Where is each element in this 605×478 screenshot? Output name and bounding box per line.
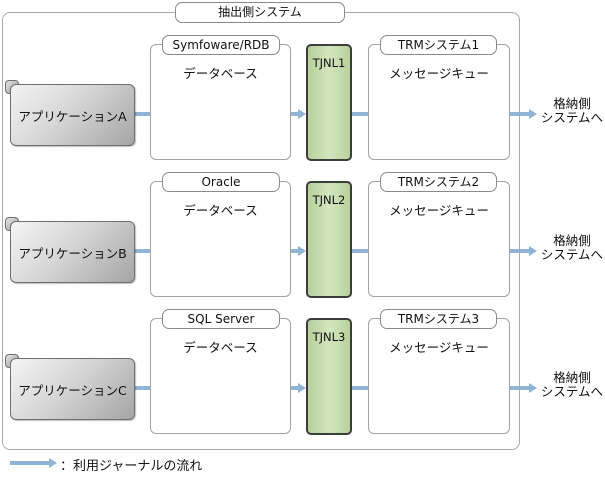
database-group bbox=[150, 181, 291, 297]
journal-label: TJNL3 bbox=[312, 330, 346, 344]
database-label: データベース bbox=[183, 340, 258, 355]
journal-label: TJNL1 bbox=[312, 56, 346, 70]
trm-system-group bbox=[368, 181, 510, 297]
database-product-label: SQL Server bbox=[162, 309, 280, 329]
trm-system-group bbox=[368, 44, 510, 160]
database-group bbox=[150, 318, 291, 434]
extraction-system-title: 抽出側システム bbox=[175, 2, 345, 23]
destination-line2: システムへ bbox=[540, 384, 604, 399]
destination-line1: 格納側 bbox=[553, 370, 591, 385]
application-label: アプリケーションC bbox=[18, 382, 127, 398]
trm-system-label: TRMシステム1 bbox=[380, 35, 497, 55]
trm-system-group bbox=[368, 318, 510, 434]
application-box[interactable]: アプリケーションA bbox=[10, 84, 135, 146]
application-box[interactable]: アプリケーションC bbox=[10, 358, 135, 420]
queue-label: メッセージキュー bbox=[389, 66, 489, 81]
destination-line1: 格納側 bbox=[553, 233, 591, 248]
destination-label: 格納側 システムへ bbox=[540, 371, 604, 399]
application-label: アプリケーションA bbox=[18, 108, 127, 124]
database-product-label: Symfoware/RDB bbox=[162, 35, 280, 55]
destination-line1: 格納側 bbox=[553, 96, 591, 111]
journal-label: TJNL2 bbox=[312, 193, 346, 207]
journal-box[interactable]: TJNL3 bbox=[306, 318, 352, 435]
database-label: データベース bbox=[183, 203, 258, 218]
database-group bbox=[150, 44, 291, 160]
legend-arrow-icon bbox=[10, 458, 57, 468]
trm-system-label: TRMシステム2 bbox=[380, 172, 497, 192]
destination-line2: システムへ bbox=[540, 110, 604, 125]
queue-label: メッセージキュー bbox=[389, 340, 489, 355]
application-box[interactable]: アプリケーションB bbox=[10, 221, 135, 283]
legend-label: ：利用ジャーナルの流れ bbox=[60, 459, 203, 474]
application-label: アプリケーションB bbox=[18, 245, 127, 261]
journal-box[interactable]: TJNL2 bbox=[306, 181, 352, 298]
destination-label: 格納側 システムへ bbox=[540, 97, 604, 125]
database-label: データベース bbox=[183, 66, 258, 81]
database-product-label: Oracle bbox=[162, 172, 280, 192]
trm-system-label: TRMシステム3 bbox=[380, 309, 497, 329]
queue-label: メッセージキュー bbox=[389, 203, 489, 218]
journal-box[interactable]: TJNL1 bbox=[306, 44, 352, 161]
destination-line2: システムへ bbox=[540, 247, 604, 262]
destination-label: 格納側 システムへ bbox=[540, 234, 604, 262]
